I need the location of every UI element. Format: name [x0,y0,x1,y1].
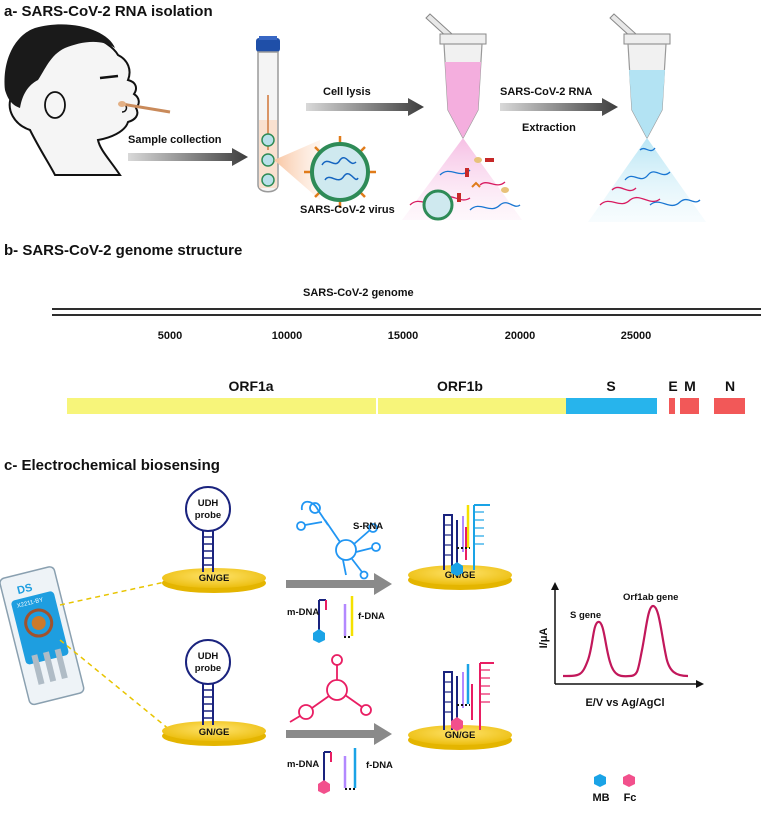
udh-probe-bottom-line2: probe [195,663,221,674]
chart-y-arrow [551,582,559,590]
section-b-title: b- SARS-CoV-2 genome structure [4,242,242,259]
chart-annotation-s-gene: S gene [570,610,601,621]
legend-fc-label: Fc [624,792,637,804]
extraction-cone [588,138,706,222]
label-s-rna: S-RNA [353,521,383,532]
patient-face-illustration [4,24,140,176]
udh-probe-bottom [185,639,231,725]
tick-15000: 15000 [388,330,419,342]
gene-label-orf1a: ORF1a [228,378,273,394]
label-f-dna-bottom: f-DNA [366,760,393,771]
nasal-swab [121,102,171,114]
gene-label-n: N [725,378,735,394]
udh-probe-top-line2: probe [195,510,221,521]
swab-tip [118,101,126,107]
chart-xlabel: E/V vs Ag/AgCl [585,697,664,709]
dna-strands-top [313,596,354,643]
sample-tube [256,36,280,193]
hybrid-complex-top [443,504,490,576]
electrode-top-result-label: GN/GE [445,570,476,581]
label-cell-lysis: Cell lysis [323,86,371,98]
arrow-sample-collection [128,148,248,166]
lysis-tube [425,13,487,140]
chart-ylabel: I/μA [538,628,550,649]
udh-probe-top [185,486,231,572]
lysate-contents [409,157,521,221]
orf1ab-rna-structure [289,654,372,723]
electrode-bottom [162,721,266,746]
gene-n [714,398,745,414]
electrode-top-label: GN/GE [199,573,230,584]
legend-mb-icon [594,774,606,787]
legend [594,774,635,787]
virus-illustration [304,136,376,208]
section-a-title: a- SARS-CoV-2 RNA isolation [4,3,213,20]
extracted-rna [599,147,701,207]
udh-probe-top-line1: UDH [198,498,219,509]
electrode-bottom-result-label: GN/GE [445,730,476,741]
arrow-extraction [500,98,618,116]
electrode-top-result [408,565,512,590]
legend-mb-label: MB [592,792,609,804]
chart-x-arrow [696,680,704,688]
lysis-cone [402,138,522,220]
tick-5000: 5000 [158,330,182,342]
label-m-dna-top: m-DNA [287,607,319,618]
zoom-cone [274,140,320,200]
arrow-top-hybridization [286,573,392,595]
voltammogram-chart [551,582,704,688]
electrode-bottom-label: GN/GE [199,727,230,738]
chart-annotation-orf1ab-gene: Orf1ab gene [623,592,678,603]
electrode-top [162,568,266,593]
section-c-title: c- Electrochemical biosensing [4,457,220,474]
gene-s [566,398,657,414]
label-m-dna-bottom: m-DNA [287,759,319,770]
tick-25000: 25000 [621,330,652,342]
s-rna-structure [296,500,381,580]
gene-label-s: S [606,378,615,394]
legend-fc-icon [623,774,635,787]
electrode-bottom-result [408,725,512,750]
gene-e [669,398,675,414]
hybrid-complex-bottom [443,662,494,731]
label-sars-rna: SARS-CoV-2 RNA [500,86,592,98]
dna-strands-bottom [318,748,357,794]
connector-top [59,581,166,606]
tick-20000: 20000 [505,330,536,342]
gene-m [680,398,699,414]
gene-label-orf1b: ORF1b [437,378,483,394]
device-brand: DS [16,582,34,597]
gene-orf1a [67,398,376,414]
chart-series-line [562,604,689,678]
label-virus: SARS-CoV-2 virus [300,204,395,216]
gene-label-e: E [668,378,677,394]
arrow-cell-lysis [306,98,424,116]
tick-10000: 10000 [272,330,303,342]
label-sample-collection: Sample collection [128,134,222,146]
gene-label-m: M [684,378,696,394]
genome-label: SARS-CoV-2 genome [303,287,414,299]
arrow-bottom-hybridization [286,723,392,745]
udh-probe-bottom-line1: UDH [198,651,219,662]
label-extraction: Extraction [522,122,576,134]
label-f-dna-top: f-DNA [358,611,385,622]
biosensor-strip: DS X2211-BY [0,566,85,706]
gene-orf1b [378,398,566,414]
extraction-tube [609,13,671,140]
connector-bottom [59,639,171,731]
